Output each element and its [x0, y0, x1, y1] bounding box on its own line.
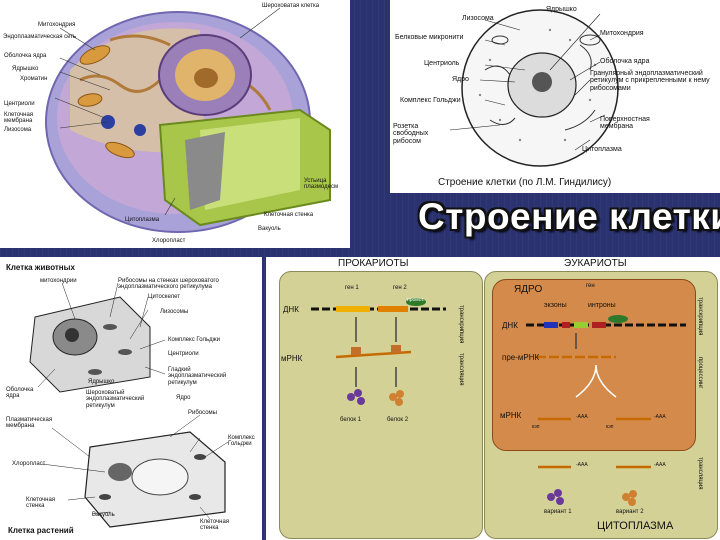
- euk-processing: процессинг: [697, 357, 703, 389]
- a-label-nuclear-env: Оболочка ядра: [6, 387, 34, 400]
- prok-protein2: белок 2: [387, 417, 409, 423]
- panel-animal-plant: Клетка животных митохондрии Рибосомы на …: [0, 257, 262, 540]
- euk-dna: ДНК: [502, 321, 518, 330]
- g-label-lysosome: Лизосома: [462, 15, 494, 22]
- euk-aaa3: -ААА: [576, 462, 588, 468]
- euk-aaa4: -ААА: [654, 462, 666, 468]
- g-caption: Строение клетки (по Л.М. Гиндилису): [438, 177, 612, 188]
- a-label-plasma-mem: Плазматическая мембрана: [6, 417, 53, 430]
- euk-introns: интроны: [588, 302, 616, 309]
- euk-cap1: кэп: [532, 424, 540, 430]
- animal-plant-sketch: [29, 282, 229, 528]
- euk-mrna: мРНК: [500, 411, 522, 420]
- prok-promoter: промот.: [407, 297, 425, 303]
- euk-cap2: кэп: [606, 424, 614, 430]
- euk-gene: ген: [586, 283, 595, 289]
- panel-gindilis: Лизосома Белковые микронити Центриоль Яд…: [390, 0, 720, 193]
- euk-translation: трансляция: [697, 457, 703, 490]
- label-chloroplast: Хлоропласт: [152, 238, 186, 244]
- g-label-mito: Митохондрия: [600, 30, 644, 37]
- g-label-microtubules: Белковые микронити: [395, 34, 464, 41]
- gindilis-cell-sketch: [449, 9, 619, 167]
- panel-cell-3d: Шероховатая клетка Митохондрия Эндоплазм…: [0, 0, 350, 248]
- g-label-nucleolus: Ядрышко: [546, 6, 577, 13]
- label-cell-membrane: Клеточная мембрана: [4, 112, 34, 124]
- g-label-granular-er: Гранулярный эндоплазматический ретикулум…: [590, 70, 710, 92]
- prok-dna: ДНК: [283, 305, 299, 314]
- a-label-animal-title: Клетка животных: [6, 263, 75, 272]
- prok-mrna: мРНК: [281, 354, 303, 363]
- eukaryote-diagram: [526, 315, 686, 506]
- prokaryote-box: [279, 271, 483, 539]
- label-nuclear-env: Оболочка ядра: [4, 53, 47, 59]
- nucleus-box: [492, 279, 696, 451]
- label-smooth-er: Эндоплазматическая сеть: [3, 34, 77, 40]
- label-centrioles: Центриоли: [4, 101, 35, 107]
- a-label-chloroplast: Хлоропласт: [12, 461, 46, 467]
- euk-cytoplasm: ЦИТОПЛАЗМА: [597, 520, 674, 532]
- g-label-rosette: Розетка свободных рибосом: [393, 123, 429, 145]
- header-prokaryotes: ПРОКАРИОТЫ: [338, 258, 409, 269]
- prok-gene2: ген 2: [393, 285, 407, 291]
- cell-3d-illustration: [45, 7, 331, 233]
- prok-protein1: белок 1: [340, 417, 362, 423]
- g-label-nuclear-env: Оболочка ядра: [600, 58, 650, 65]
- a-label-smooth-er: Гладкий эндоплазматический ретикулум: [168, 367, 227, 386]
- prokaryote-diagram: [311, 298, 446, 406]
- g-label-centriole: Центриоль: [424, 60, 460, 67]
- a-label-nucleus: Ядро: [176, 395, 191, 401]
- a-label-cell-wall: Клеточная стенка: [26, 497, 56, 510]
- label-cell-wall: Клеточная стенка: [264, 212, 314, 218]
- g-label-nucleus: Ядро: [452, 76, 469, 83]
- header-eukaryotes: ЭУКАРИОТЫ: [564, 258, 627, 269]
- label-rough-er: Шероховатая клетка: [262, 3, 320, 9]
- a-label-plant-title: Клетка растений: [8, 526, 74, 535]
- a-label-ribosomes2: Рибосомы: [188, 410, 217, 416]
- a-label-mito: митохондрии: [40, 278, 77, 284]
- a-label-golgi: Комплекс Гольджи: [168, 337, 220, 343]
- euk-aaa1: -ААА: [576, 414, 588, 420]
- a-label-vacuole: Вакуоль: [92, 512, 115, 518]
- a-label-lysosomes: Лизосомы: [160, 309, 189, 315]
- euk-pre-mrna: пре-мРНК: [502, 353, 540, 362]
- euk-nucleus: ЯДРО: [514, 284, 543, 295]
- slide-title: Строение клетки: [418, 196, 720, 237]
- label-mito: Митохондрия: [38, 22, 76, 28]
- g-label-cytoplasm: Цитоплазма: [582, 146, 622, 153]
- label-nucleolus: Ядрышко: [12, 66, 39, 72]
- euk-variant1: вариант 1: [544, 509, 572, 515]
- a-label-nucleolus: Ядрышко: [88, 379, 115, 385]
- a-label-cytoskeleton: Цитоскелет: [148, 294, 181, 300]
- a-label-centrioles: Центриоли: [168, 351, 199, 357]
- euk-exons: экзоны: [544, 302, 567, 309]
- a-label-ribosomes: Рибосомы на стенках шероховатого эндопла…: [118, 278, 219, 291]
- label-chromatin: Хроматин: [20, 76, 48, 82]
- euk-transcription: транскрипция: [697, 297, 703, 336]
- label-plasmodesm: Устьица плазмодесм: [304, 178, 339, 190]
- g-label-surface-mem: Поверхностная мембрана: [600, 116, 650, 131]
- panel-expression: ПРОКАРИОТЫ ЭУКАРИОТЫ ген 1 ген 2 промот.…: [266, 257, 720, 540]
- euk-aaa2: -ААА: [654, 414, 666, 420]
- euk-variant2: вариант 2: [616, 509, 644, 515]
- label-cytoplasm: Цитоплазма: [125, 217, 160, 223]
- label-vacuole: Вакуоль: [258, 226, 281, 232]
- prok-gene1: ген 1: [345, 285, 359, 291]
- g-label-golgi: Комплекс Гольджи: [400, 97, 461, 104]
- a-label-rough-er: Шероховатый эндоплазматический ретикулум: [86, 390, 145, 409]
- a-label-golgi2: Комплекс Гольджи: [228, 435, 255, 448]
- label-lysosome: Лизосома: [4, 127, 32, 133]
- a-label-cell-wall2: Клеточная стенка: [200, 519, 230, 532]
